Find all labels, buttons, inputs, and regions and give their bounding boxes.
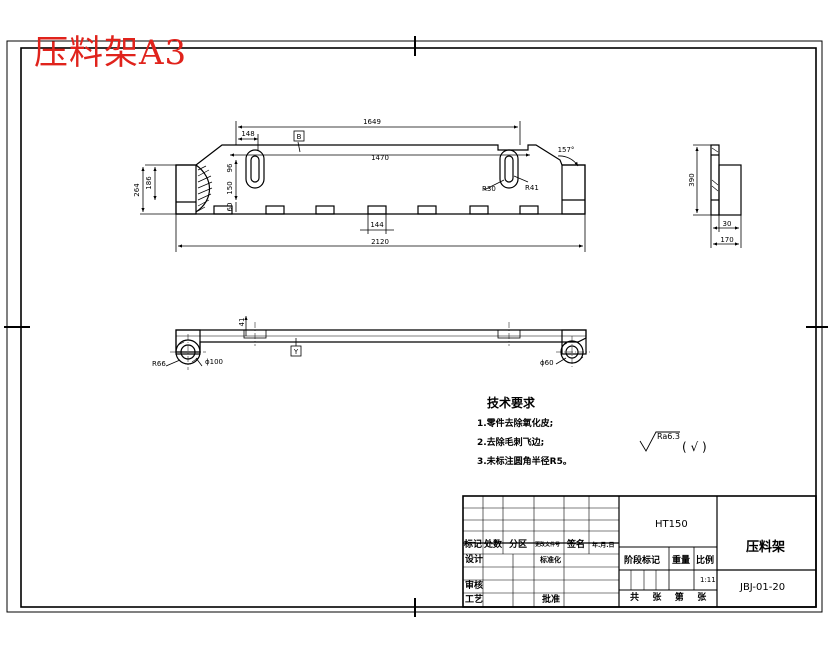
- top-dimensions: [165, 316, 567, 367]
- label-date: 年.月.日: [592, 542, 615, 549]
- label-process: 工艺: [465, 595, 484, 605]
- dim-170: 170: [720, 236, 733, 244]
- dim-r66: R66: [152, 360, 166, 368]
- tech-requirements-title: 技术要求: [487, 396, 536, 410]
- label-sheets: 共 张 第 张: [630, 593, 708, 603]
- front-right-block: [561, 164, 586, 215]
- dim-2120: 2120: [371, 238, 389, 246]
- drawing-main-title: 压料架A3: [34, 33, 188, 73]
- label-stage-mark: 阶段标记: [624, 556, 661, 566]
- datum-y-label: Y: [293, 348, 299, 356]
- side-view: [710, 144, 742, 216]
- tech-requirement-1: 1.零件去除氧化皮;: [477, 419, 554, 429]
- top-view-centerlines: [170, 322, 590, 370]
- label-mark: 标记: [464, 540, 483, 550]
- front-dimensions: [140, 121, 586, 252]
- tech-requirement-2: 2.去除毛刺飞边;: [477, 438, 545, 448]
- label-review: 审核: [465, 581, 484, 591]
- scale-value: 1:11: [700, 576, 716, 584]
- roughness-paren: ( √ ): [682, 440, 707, 454]
- front-left-block: [175, 164, 197, 215]
- front-dimension-texts: 1649 148 1470 157° 264 186 150 96 60 144…: [133, 118, 574, 246]
- datum-b-label: B: [297, 133, 302, 141]
- tech-requirement-3: 3.未标注圆角半径R5。: [477, 457, 572, 467]
- dim-60: 60: [226, 203, 234, 212]
- dim-186: 186: [145, 176, 153, 190]
- dim-phi60: ϕ60: [540, 359, 554, 367]
- front-section-hatch: [195, 164, 210, 213]
- dim-150: 150: [226, 181, 234, 194]
- side-dimension-texts: 390 30 170: [688, 173, 734, 244]
- side-dimensions: [693, 144, 742, 248]
- dim-1649: 1649: [363, 118, 381, 126]
- top-dimension-texts: 41 R66 ϕ100 ϕ60: [152, 318, 554, 368]
- side-body: [718, 164, 742, 216]
- dim-r30: R30: [482, 185, 496, 193]
- dim-r41: R41: [525, 184, 539, 192]
- dim-157-degree: 157°: [558, 146, 575, 154]
- front-slot-right: [499, 149, 519, 189]
- top-right-block: [561, 329, 587, 355]
- roughness-symbol: [639, 431, 680, 452]
- label-signature: 签名: [567, 540, 586, 550]
- label-standardize: 标准化: [540, 556, 561, 564]
- title-block-grid: [462, 495, 817, 608]
- label-count: 处数: [484, 540, 503, 550]
- dim-1470: 1470: [371, 154, 389, 162]
- label-weight: 重量: [672, 556, 691, 566]
- dim-phi100: ϕ100: [205, 358, 223, 366]
- front-view: [175, 144, 586, 215]
- datum-y-box: [290, 345, 302, 357]
- label-design: 设计: [465, 555, 484, 565]
- drawing-frame: [20, 47, 817, 608]
- top-view: [175, 329, 587, 365]
- label-approve: 批准: [542, 595, 561, 605]
- dim-30: 30: [723, 220, 732, 228]
- dim-148: 148: [241, 130, 254, 138]
- front-slot-left: [245, 149, 265, 189]
- part-name: 压料架: [746, 540, 786, 555]
- datum-b-box: [293, 130, 305, 142]
- dim-96: 96: [226, 163, 234, 172]
- roughness-value: Ra6.3: [657, 432, 680, 441]
- dim-390: 390: [688, 173, 696, 186]
- dim-264: 264: [133, 183, 141, 197]
- label-zone: 分区: [509, 540, 528, 550]
- dim-144: 144: [370, 221, 384, 229]
- centering-marks: [4, 36, 828, 617]
- top-body-outline: [175, 329, 587, 353]
- material-label: HT150: [655, 519, 688, 530]
- label-scale: 比例: [696, 556, 715, 566]
- front-bottom-ribs: [213, 205, 539, 215]
- dim-41: 41: [238, 318, 246, 327]
- drawing-number: JBJ-01-20: [740, 582, 786, 593]
- label-change-doc: 更改文件号: [535, 542, 561, 548]
